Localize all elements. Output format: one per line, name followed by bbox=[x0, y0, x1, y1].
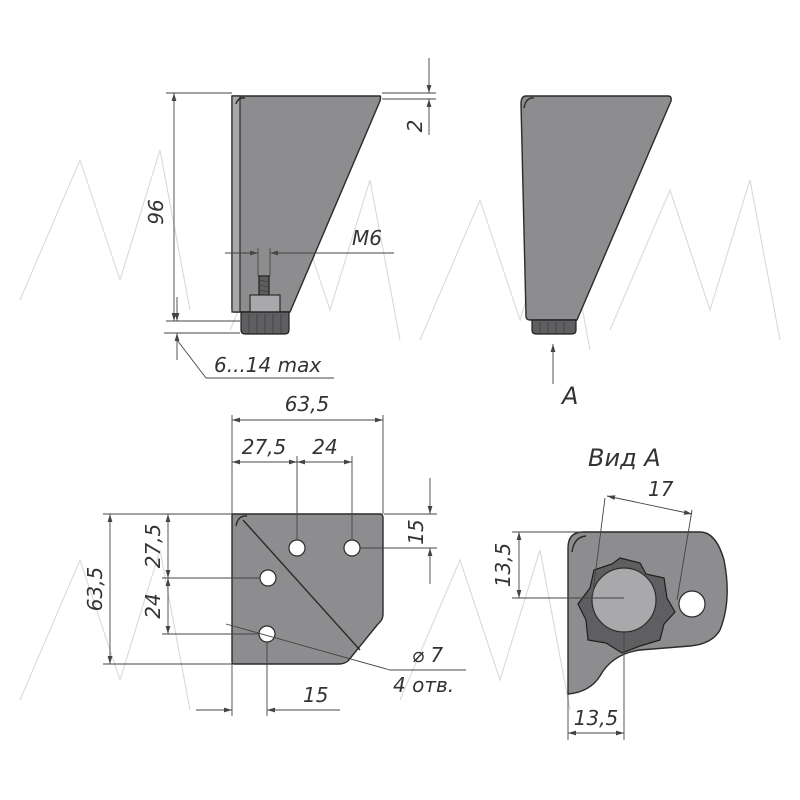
side-screw-nut bbox=[249, 294, 281, 313]
hole-y2-dim-label: 24 bbox=[141, 593, 165, 618]
side-corner-notch bbox=[235, 97, 246, 105]
mount-hole-2 bbox=[343, 539, 361, 557]
front-foot bbox=[531, 319, 577, 335]
mount-hole-1 bbox=[288, 539, 306, 557]
side-view: 96 2 M6 6...14 max bbox=[144, 58, 436, 379]
hole-x2-dim-label: 24 bbox=[312, 435, 337, 459]
top-view: 63,5 27,5 24 15 63,5 27,5 24 15 bbox=[83, 392, 466, 716]
side-bracket-wall bbox=[231, 95, 241, 313]
view-a-vertical-dim-label: 13,5 bbox=[491, 543, 515, 588]
front-bracket-body bbox=[520, 95, 672, 321]
side-bracket-body bbox=[231, 95, 382, 313]
view-a-title: Вид А bbox=[588, 444, 661, 472]
top-corner-notch bbox=[235, 515, 248, 527]
view-a-diag-dim-label: 17 bbox=[648, 477, 674, 501]
view-arrow-label: A bbox=[560, 382, 578, 410]
adjust-dim-label: 6...14 max bbox=[214, 353, 321, 377]
view-a: Вид А 17 13,5 13,5 bbox=[491, 444, 728, 740]
front-corner-notch bbox=[523, 97, 535, 109]
mount-hole-3 bbox=[259, 569, 277, 587]
width-dim-label: 63,5 bbox=[285, 392, 330, 416]
top-plate-rib bbox=[242, 519, 361, 651]
view-a-foot-center bbox=[591, 567, 657, 633]
view-a-hole bbox=[678, 590, 706, 618]
hole-diameter-label: ⌀ 7 bbox=[412, 643, 443, 667]
hole-y1-dim-label: 27,5 bbox=[141, 524, 165, 569]
hole-count-label: 4 отв. bbox=[393, 673, 454, 697]
front-view: A bbox=[520, 95, 672, 410]
top-plate bbox=[231, 513, 384, 665]
depth-dim-label: 63,5 bbox=[83, 567, 107, 612]
hole-x-bottom-dim-label: 15 bbox=[303, 683, 328, 707]
view-a-horizontal-dim-label: 13,5 bbox=[574, 706, 619, 730]
hole-x1-dim-label: 27,5 bbox=[242, 435, 287, 459]
top-gap-dim-label: 2 bbox=[403, 120, 427, 133]
height-dim-label: 96 bbox=[144, 199, 168, 224]
view-a-corner bbox=[571, 535, 587, 553]
thread-dim-label: M6 bbox=[352, 226, 382, 250]
hole-y-top-dim-label: 15 bbox=[404, 519, 428, 544]
